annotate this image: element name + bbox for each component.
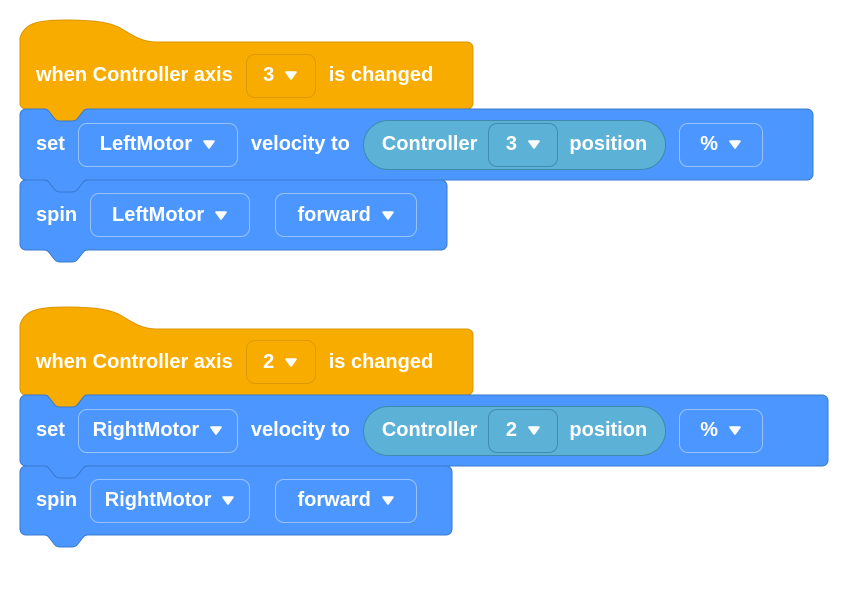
motor-dropdown[interactable]: RightMotor — [77, 408, 238, 453]
unit-dropdown[interactable]: % — [679, 408, 764, 453]
velocity-to-label: velocity to — [250, 133, 350, 155]
dropdown-arrow-icon — [527, 426, 541, 435]
dropdown-arrow-icon — [728, 140, 742, 149]
dropdown-arrow-icon — [728, 426, 742, 435]
controller-position-reporter[interactable]: Controller 3 position — [362, 119, 667, 170]
spin-label: spin — [36, 489, 78, 511]
hat-block-when-controller-axis[interactable]: when Controller axis 2 is changed — [19, 306, 474, 408]
direction-value: forward — [297, 203, 371, 226]
direction-dropdown[interactable]: forward — [275, 478, 418, 523]
direction-dropdown[interactable]: forward — [275, 193, 418, 237]
reporter-device-label: Controller — [381, 419, 478, 441]
motor-dropdown[interactable]: LeftMotor — [77, 122, 238, 167]
axis-value: 2 — [505, 419, 517, 441]
axis-dropdown[interactable]: 3 — [488, 122, 559, 167]
dropdown-arrow-icon — [527, 140, 541, 149]
set-label: set — [36, 133, 65, 155]
dropdown-arrow-icon — [284, 71, 298, 80]
unit-value: % — [700, 133, 719, 155]
axis-dropdown[interactable]: 2 — [488, 408, 559, 453]
axis-dropdown[interactable]: 2 — [245, 340, 316, 384]
hat-block-when-controller-axis[interactable]: when Controller axis 3 is changed — [19, 19, 474, 122]
unit-value: % — [700, 419, 719, 441]
reporter-position-label: position — [569, 133, 648, 155]
axis-value: 3 — [505, 133, 517, 155]
set-velocity-block[interactable]: set RightMotor velocity to Controller 2 … — [19, 394, 829, 479]
spin-label: spin — [36, 203, 78, 226]
hat-label-suffix: is changed — [328, 350, 434, 373]
controller-position-reporter[interactable]: Controller 2 position — [362, 405, 667, 456]
dropdown-arrow-icon — [221, 496, 235, 505]
motor-value: RightMotor — [92, 419, 200, 441]
hat-label-prefix: when Controller axis — [36, 64, 233, 86]
reporter-position-label: position — [569, 419, 648, 441]
hat-label-suffix: is changed — [328, 64, 434, 86]
set-label: set — [36, 419, 65, 441]
motor-value: LeftMotor — [99, 133, 192, 155]
spin-block[interactable]: spin RightMotor forward — [19, 465, 453, 548]
set-velocity-block[interactable]: set LeftMotor velocity to Controller 3 p… — [19, 108, 814, 193]
dropdown-arrow-icon — [284, 357, 298, 367]
motor-dropdown[interactable]: RightMotor — [90, 478, 251, 523]
unit-dropdown[interactable]: % — [679, 122, 764, 167]
spin-block[interactable]: spin LeftMotor forward — [19, 179, 448, 263]
dropdown-arrow-icon — [209, 426, 223, 435]
direction-value: forward — [297, 489, 371, 511]
axis-dropdown[interactable]: 3 — [245, 53, 316, 98]
reporter-device-label: Controller — [381, 133, 478, 155]
motor-value: LeftMotor — [112, 203, 205, 226]
dropdown-arrow-icon — [202, 140, 216, 149]
dropdown-arrow-icon — [381, 496, 395, 505]
axis-value: 3 — [263, 64, 275, 86]
motor-dropdown[interactable]: LeftMotor — [90, 193, 251, 237]
velocity-to-label: velocity to — [250, 419, 350, 441]
motor-value: RightMotor — [104, 489, 212, 511]
dropdown-arrow-icon — [381, 210, 395, 220]
axis-value: 2 — [263, 350, 275, 373]
dropdown-arrow-icon — [214, 210, 228, 220]
hat-label-prefix: when Controller axis — [36, 350, 233, 373]
